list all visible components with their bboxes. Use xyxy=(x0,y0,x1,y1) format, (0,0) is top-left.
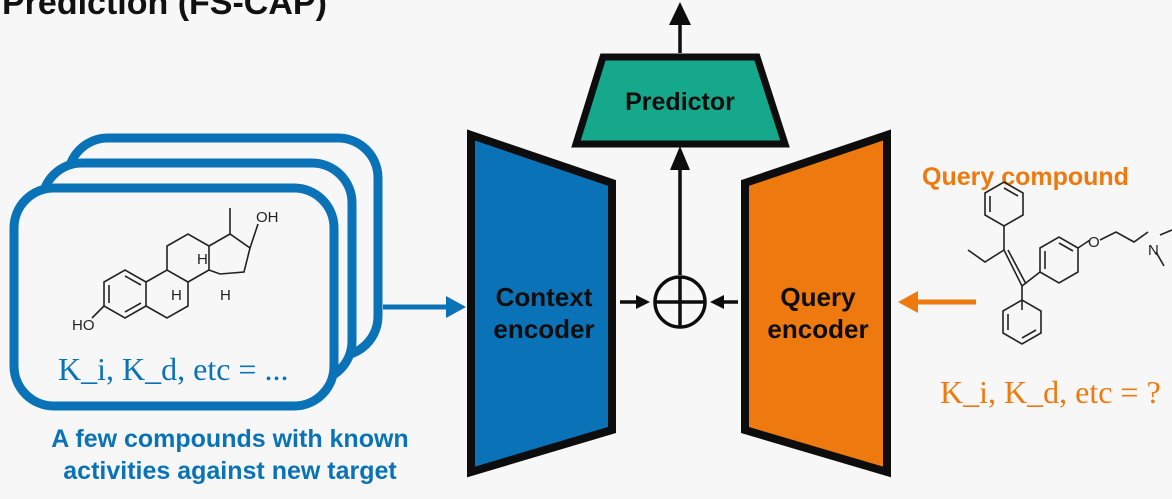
molecule-h-lower-right: H xyxy=(220,287,231,304)
context-caption-line2: activities against new target xyxy=(63,457,397,485)
context-card-front xyxy=(9,183,339,411)
arrow-query-to-combine xyxy=(710,295,738,309)
predictor-label: Predictor xyxy=(625,88,735,116)
context-activity-label: K_i, K_d, etc = ... xyxy=(58,351,288,387)
query-encoder-label-line2: encoder xyxy=(767,314,868,344)
predictor-block xyxy=(571,53,790,148)
query-encoder-label-line1: Query xyxy=(780,282,856,312)
context-encoder-label-line1: Context xyxy=(496,282,593,312)
arrow-combine-to-predictor xyxy=(670,146,690,275)
query-activity-label: K_i, K_d, etc = ? xyxy=(940,374,1161,410)
context-encoder-block xyxy=(467,129,616,478)
query-compound-title: Query compound xyxy=(922,163,1129,191)
arrow-query-compound-to-encoder xyxy=(898,291,976,313)
context-molecule xyxy=(91,208,259,319)
molecule-oh-label: OH xyxy=(256,209,279,226)
molecule-h-upper: H xyxy=(197,251,208,268)
molecule-h-lower-left: H xyxy=(171,287,182,304)
arrow-predictor-to-output xyxy=(669,2,691,53)
arrow-cards-to-context-encoder xyxy=(383,296,466,318)
query-encoder-block xyxy=(741,129,891,478)
page-title: Prediction (FS-CAP) xyxy=(2,0,327,22)
query-atom-n: N xyxy=(1148,242,1159,259)
context-encoder-label-line2: encoder xyxy=(493,314,594,344)
molecule-ho-label: HO xyxy=(72,317,95,334)
arrow-context-to-combine xyxy=(620,295,650,309)
circled-plus-icon xyxy=(653,275,707,329)
query-atom-o: O xyxy=(1088,234,1100,251)
query-molecule xyxy=(967,181,1172,345)
context-caption-line1: A few compounds with known xyxy=(51,425,408,453)
